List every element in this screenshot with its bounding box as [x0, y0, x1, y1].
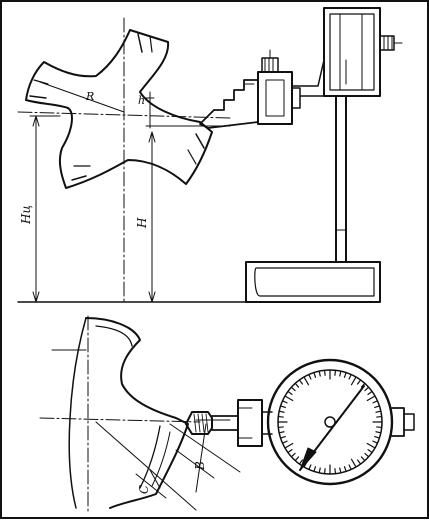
dial-tick [376, 415, 383, 418]
dial-tick [308, 464, 312, 471]
dial-tick [278, 431, 285, 434]
dial-tick [284, 395, 294, 402]
dial-tick [339, 467, 342, 474]
dial-tick [287, 390, 293, 395]
label-c: C [137, 485, 151, 494]
dial-tick [279, 405, 286, 409]
dial-tick [323, 468, 326, 475]
dial-tick [294, 382, 300, 388]
dial-tick [350, 458, 357, 468]
indicator-stem [211, 415, 239, 431]
dial-ticks [277, 369, 383, 475]
dial-tick [364, 386, 370, 392]
dial-tick [366, 395, 376, 402]
label-h-small: h [138, 94, 145, 107]
dial-tick [277, 415, 284, 418]
dial-tick [360, 382, 366, 388]
dial-tick [374, 435, 381, 439]
star-cutter-profile [25, 29, 213, 189]
horizontal-centerline [17, 111, 231, 119]
dial-tick [298, 379, 303, 385]
dial-tick [375, 431, 382, 434]
dial-tick [376, 426, 383, 429]
lower-horizontal-centerline [39, 417, 201, 423]
label-radius: R [85, 90, 94, 103]
dial-tick [294, 456, 300, 462]
dial-tick [318, 370, 321, 377]
dial-tick [281, 400, 288, 404]
dial-tick [278, 410, 285, 413]
dial-tick [287, 449, 293, 454]
dial-tick [375, 410, 382, 413]
stepped-probe-arm [199, 79, 259, 129]
dial-tick [308, 373, 312, 380]
dial-face [277, 369, 383, 475]
dial-tick [313, 371, 317, 378]
lower-figure [39, 315, 415, 513]
dial-tick [298, 459, 303, 465]
dial-tick [360, 456, 366, 462]
dial-tick [281, 440, 288, 444]
probe-carriage [257, 71, 293, 125]
dial-tick [372, 440, 379, 444]
label-b: B [193, 461, 207, 471]
dial-tick [334, 468, 337, 475]
dial-outer-ring [266, 358, 394, 486]
dial-tick [343, 466, 347, 473]
dial-tick [303, 376, 310, 386]
dial-tick [367, 390, 373, 395]
dial-tick [277, 426, 284, 429]
thumb-screw [261, 57, 279, 73]
dial-tick [374, 405, 381, 409]
dial-tick [350, 376, 357, 386]
dial-tick [348, 373, 352, 380]
dial-tick [313, 466, 317, 473]
upper-figure [17, 7, 403, 303]
dial-tick [334, 369, 337, 376]
dial-tick [348, 464, 352, 471]
dial-tick [318, 467, 321, 474]
dial-tick [372, 400, 379, 404]
dial-tick [290, 452, 296, 458]
dial-tick [357, 379, 362, 385]
gauge-head [323, 7, 381, 97]
label-h-total: H [135, 217, 149, 229]
label-hc: Hц [19, 205, 33, 225]
dial-tick [323, 369, 326, 376]
cutter-tooth-profile [85, 317, 189, 509]
dial-tick [279, 435, 286, 439]
radius-line [39, 81, 125, 113]
dial-tick [364, 452, 370, 458]
dial-tick [357, 459, 362, 465]
dial-tick [290, 386, 296, 392]
dial-tick [284, 442, 294, 449]
dial-tick [367, 449, 373, 454]
indicator-tip [185, 411, 213, 435]
dial-tick [339, 370, 342, 377]
dial-tick [343, 371, 347, 378]
dial-tick [366, 442, 376, 449]
